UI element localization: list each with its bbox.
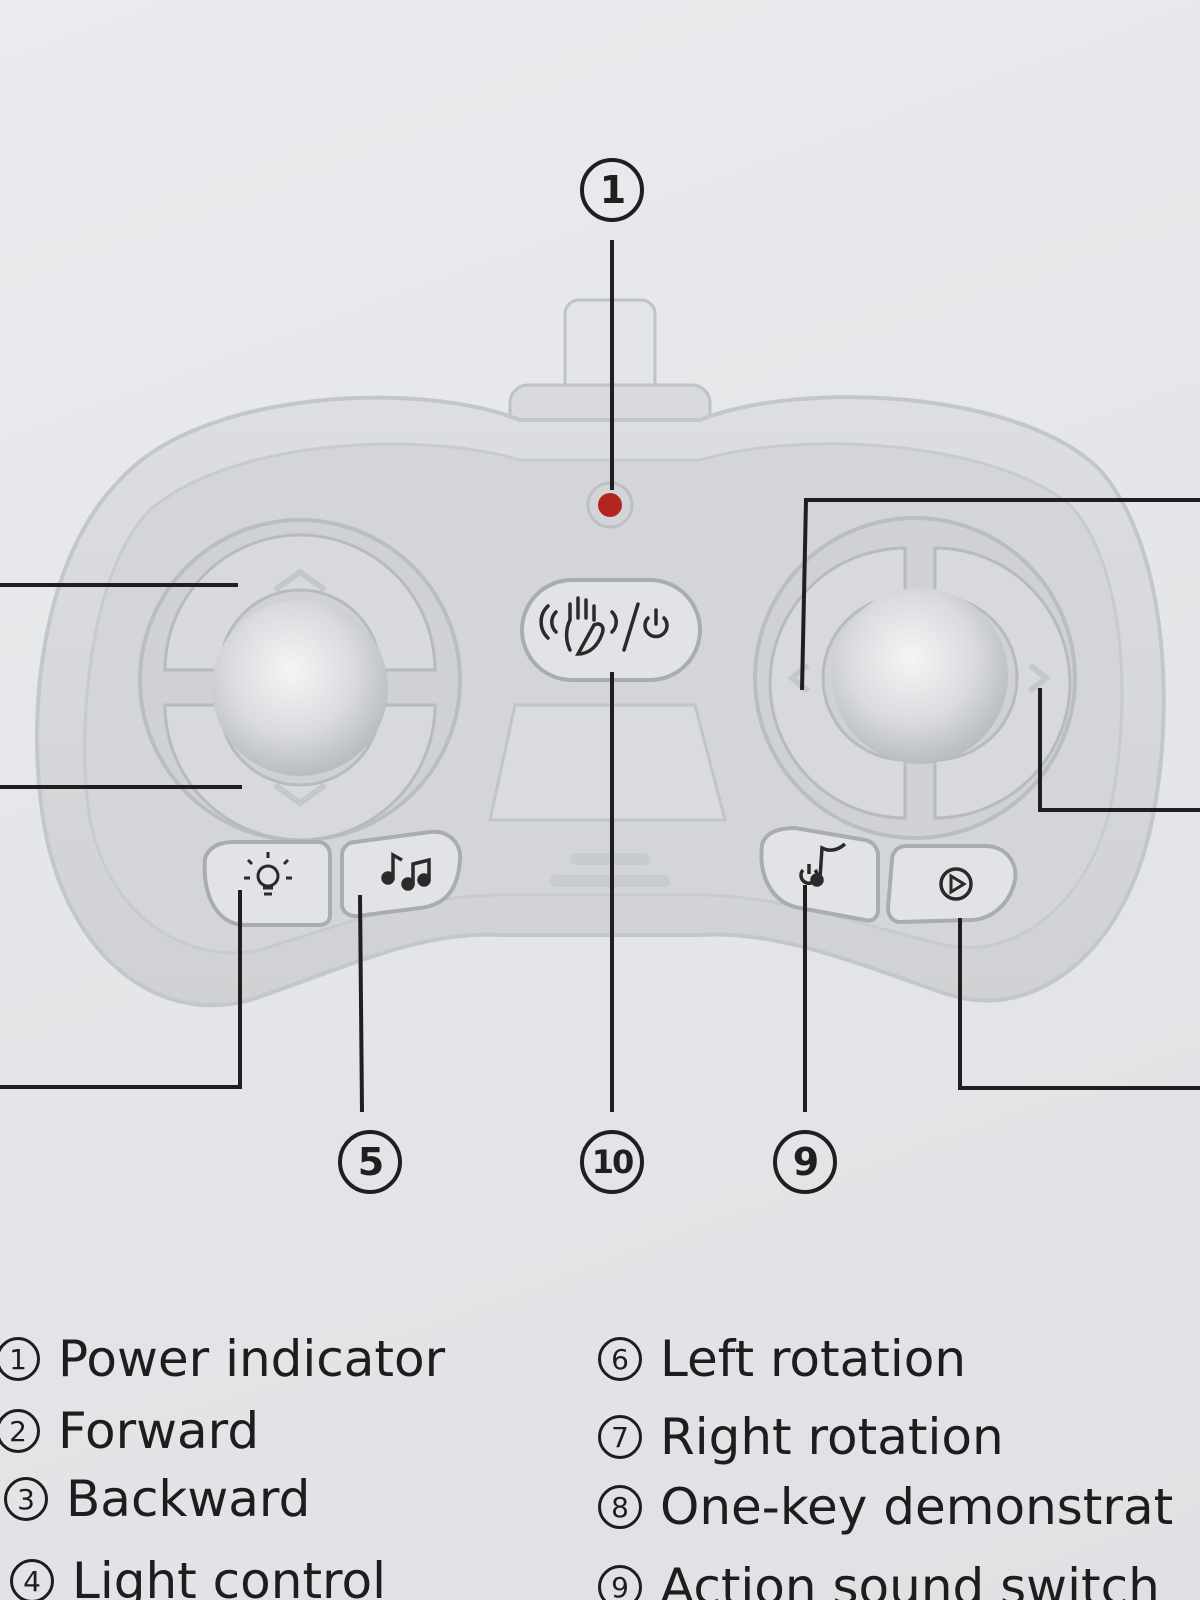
callout-line-5 [358, 894, 364, 1113]
callout-line-6 [800, 498, 1200, 691]
light-bulb-icon [244, 852, 292, 896]
callout-lines [0, 240, 1200, 1113]
music-notes-icon [381, 852, 431, 891]
left-joystick[interactable] [138, 518, 462, 842]
backward-pad[interactable] [163, 703, 437, 842]
legend-number: 4 [10, 1559, 54, 1600]
legend-number: 7 [598, 1415, 642, 1459]
action-sound-switch-button[interactable] [759, 825, 880, 923]
callout-1-badge: 1 [580, 158, 644, 222]
light-control-button[interactable] [202, 840, 332, 927]
up-arrow-icon [273, 568, 327, 593]
legend-number: 6 [598, 1337, 642, 1381]
right-rotation-pad[interactable] [933, 546, 1072, 820]
legend-item: 3 Backward [4, 1470, 310, 1528]
right-arrow-icon [1028, 662, 1051, 694]
forward-pad[interactable] [163, 533, 437, 672]
legend-item: 8 One-key demonstrat [598, 1478, 1173, 1536]
legend-label: One-key demonstrat [660, 1478, 1174, 1536]
callout-line-7 [1038, 688, 1200, 812]
legend-label: Light control [72, 1552, 386, 1600]
legend-item: 7 Right rotation [598, 1408, 1004, 1466]
legend-label: Power indicator [58, 1330, 446, 1388]
legend-number: 8 [598, 1485, 642, 1529]
play-icon [939, 867, 973, 901]
legend-item: 4 Light control [10, 1552, 386, 1600]
gesture-power-icon [539, 596, 669, 656]
power-note-icon [799, 842, 847, 887]
legend-number: 1 [0, 1337, 40, 1381]
legend-item: 9 Action sound switch [598, 1558, 1160, 1600]
one-key-demonstration-button[interactable] [885, 844, 1018, 925]
legend-label: Action sound switch [660, 1558, 1160, 1600]
legend-item: 1 Power indicator [0, 1330, 445, 1388]
legend-item: 2 Forward [0, 1402, 259, 1460]
legend: 1 Power indicator 2 Forward 3 Backward 4… [0, 1330, 1200, 1600]
legend-label: Forward [58, 1402, 260, 1460]
legend-label: Right rotation [660, 1408, 1004, 1466]
legend-number: 9 [598, 1565, 642, 1600]
legend-label: Backward [66, 1470, 311, 1528]
callout-9-badge: 9 [773, 1130, 837, 1194]
power-indicator-led [586, 481, 634, 529]
callout-10-badge: 10 [580, 1130, 644, 1194]
down-arrow-icon [273, 782, 327, 807]
callout-5-badge: 5 [338, 1130, 402, 1194]
legend-number: 2 [0, 1409, 40, 1453]
callout-line-4 [0, 890, 242, 1089]
gesture-power-button[interactable] [520, 578, 702, 682]
legend-label: Left rotation [660, 1330, 967, 1388]
music-button[interactable] [340, 829, 463, 919]
callout-line-8 [958, 918, 1200, 1090]
legend-item: 6 Left rotation [598, 1330, 966, 1388]
legend-number: 3 [4, 1477, 48, 1521]
